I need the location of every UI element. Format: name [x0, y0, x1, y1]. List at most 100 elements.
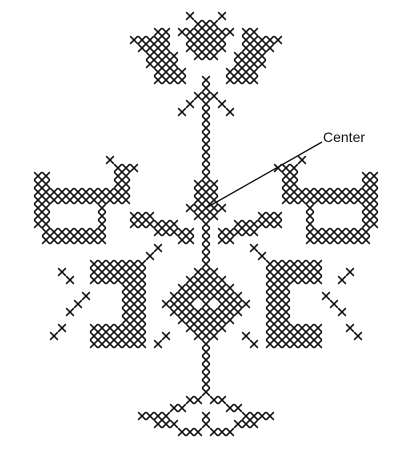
stitch-cross [275, 301, 282, 308]
stitch-cross [115, 325, 122, 332]
stitch-cross [155, 29, 162, 36]
stitch-cross [243, 69, 250, 76]
stitch-cross [155, 69, 162, 76]
stitch-cross [203, 21, 210, 28]
stitch-cross [363, 173, 370, 180]
stitch-cross [91, 269, 98, 276]
stitch-cross [347, 237, 354, 244]
stitch-cross [307, 229, 314, 236]
stitch-cross [187, 397, 194, 404]
stitch-cross [219, 13, 226, 20]
center-label: Center [323, 130, 365, 144]
stitch-cross [147, 221, 154, 228]
stitch-cross [323, 293, 330, 300]
stitch-cross [163, 221, 170, 228]
stitch-cross [171, 405, 178, 412]
stitch-cross [203, 197, 210, 204]
stitch-cross [91, 341, 98, 348]
stitch-cross [147, 253, 154, 260]
stitch-cross [203, 77, 210, 84]
stitch-cross [35, 221, 42, 228]
stitch-cross [211, 269, 218, 276]
stitch-cross [187, 29, 194, 36]
stitch-cross [267, 37, 274, 44]
stitch-cross [203, 245, 210, 252]
stitch-cross [203, 29, 210, 36]
stitch-cross [107, 269, 114, 276]
stitch-cross [251, 37, 258, 44]
stitch-cross [275, 277, 282, 284]
stitch-cross [243, 45, 250, 52]
stitch-cross [267, 45, 274, 52]
stitch-cross [219, 285, 226, 292]
stitch-cross [315, 269, 322, 276]
stitch-cross [123, 277, 130, 284]
stitch-cross [155, 413, 162, 420]
stitch-cross [203, 285, 210, 292]
stitch-cross [219, 429, 226, 436]
stitch-cross [235, 301, 242, 308]
stitch-cross [203, 157, 210, 164]
stitch-cross [123, 269, 130, 276]
stitch-cross [43, 213, 50, 220]
stitch-cross [131, 309, 138, 316]
stitch-cross [203, 421, 210, 428]
stitch-cross [219, 29, 226, 36]
stitch-cross [203, 349, 210, 356]
stitch-cross [235, 293, 242, 300]
stitch-cross [203, 53, 210, 60]
stitch-cross [299, 189, 306, 196]
stitch-cross [235, 309, 242, 316]
stitch-cross [235, 405, 242, 412]
stitch-cross [155, 341, 162, 348]
stitch-cross [163, 53, 170, 60]
stitch-cross [299, 341, 306, 348]
stitch-cross [59, 197, 66, 204]
stitch-cross [275, 261, 282, 268]
stitch-cross [219, 237, 226, 244]
stitch-cross [179, 77, 186, 84]
stitch-cross [75, 197, 82, 204]
stitch-cross [227, 109, 234, 116]
stitch-cross [267, 293, 274, 300]
stitch-cross [291, 261, 298, 268]
stitch-cross [251, 341, 258, 348]
stitch-cross [115, 165, 122, 172]
stitch-cross [123, 165, 130, 172]
stitch-cross [139, 325, 146, 332]
stitch-cross [243, 37, 250, 44]
stitch-cross [179, 69, 186, 76]
stitch-cross [203, 37, 210, 44]
stitch-cross [203, 173, 210, 180]
stitch-cross [275, 213, 282, 220]
stitch-cross [99, 325, 106, 332]
stitch-cross [139, 261, 146, 268]
stitch-cross [99, 221, 106, 228]
stitch-cross [307, 213, 314, 220]
stitch-cross [203, 357, 210, 364]
stitch-cross [203, 253, 210, 260]
stitch-cross [227, 29, 234, 36]
stitch-cross [299, 277, 306, 284]
stitch-cross [211, 309, 218, 316]
stitch-cross [363, 197, 370, 204]
stitch-cross [195, 93, 202, 100]
stitch-cross [355, 229, 362, 236]
stitch-cross [211, 93, 218, 100]
stitch-cross [163, 45, 170, 52]
stitch-cross [307, 261, 314, 268]
stitch-cross [203, 101, 210, 108]
stitch-cross [227, 285, 234, 292]
stitch-cross [155, 77, 162, 84]
stitch-cross [307, 237, 314, 244]
stitch-cross [243, 229, 250, 236]
stitch-cross [219, 205, 226, 212]
stitch-cross [187, 325, 194, 332]
stitch-cross [195, 53, 202, 60]
stitch-cross [267, 269, 274, 276]
stitch-cross [339, 277, 346, 284]
stitch-cross [43, 181, 50, 188]
stitch-cross [299, 325, 306, 332]
stitch-cross [371, 189, 378, 196]
stitch-cross [227, 429, 234, 436]
